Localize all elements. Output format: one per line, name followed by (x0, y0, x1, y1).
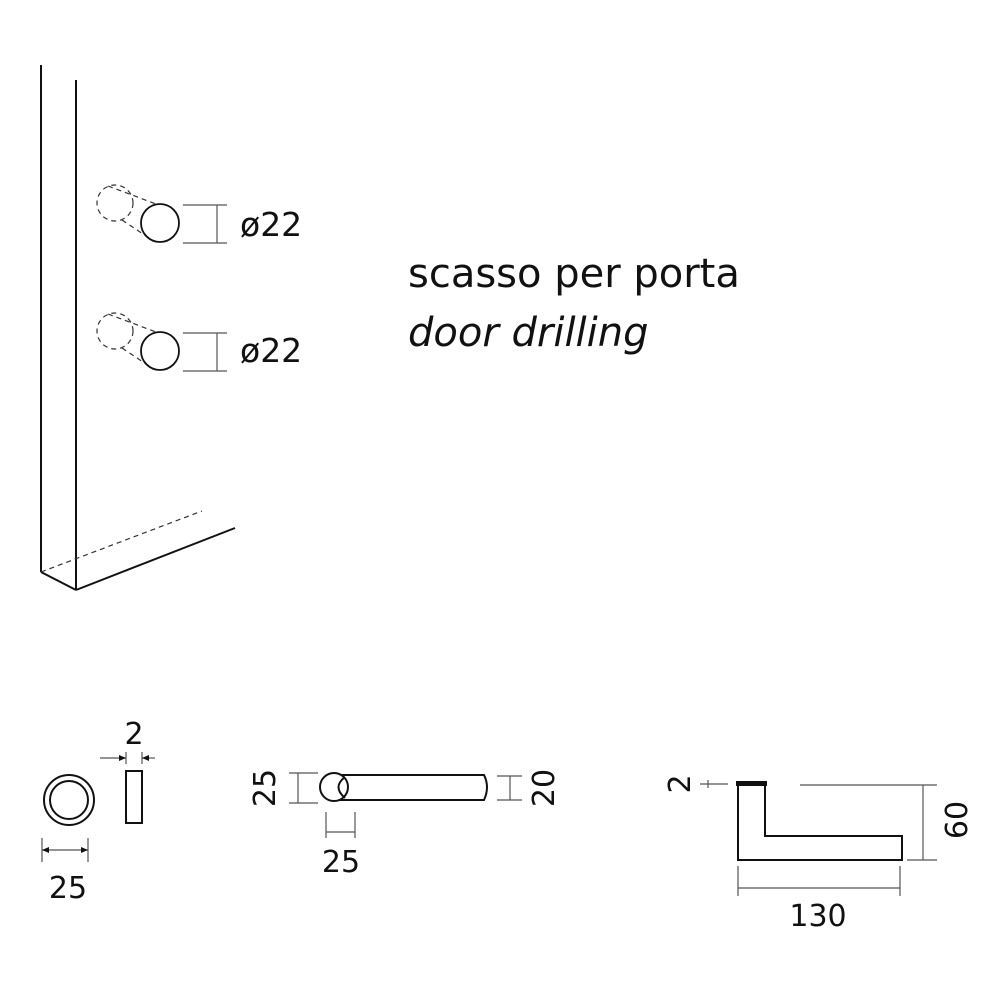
rosette-diameter-label: 25 (49, 871, 87, 906)
hole-bottom-diameter-label: ø22 (240, 331, 302, 370)
bar-height-label: 20 (527, 769, 562, 807)
lever-length-label: 130 (789, 899, 846, 934)
rose-width-label: 25 (322, 845, 360, 880)
title-english: door drilling (408, 310, 649, 356)
lever-top-view: 25 25 20 (248, 769, 562, 880)
hole-top-diameter-label: ø22 (240, 205, 302, 244)
lever-height-label: 60 (940, 801, 975, 839)
lever-side-view: 2 60 130 (663, 774, 975, 934)
plate-thickness-label: 2 (663, 774, 698, 793)
rose-height-label: 25 (248, 769, 283, 807)
door-panel (40, 65, 236, 591)
drill-hole-bottom: ø22 (96, 312, 302, 372)
rosette-thickness-label: 2 (124, 717, 143, 752)
drill-hole-top: ø22 (96, 184, 302, 244)
rosette-drawing: 2 25 (41, 717, 155, 906)
title-italian: scasso per porta (408, 251, 740, 297)
